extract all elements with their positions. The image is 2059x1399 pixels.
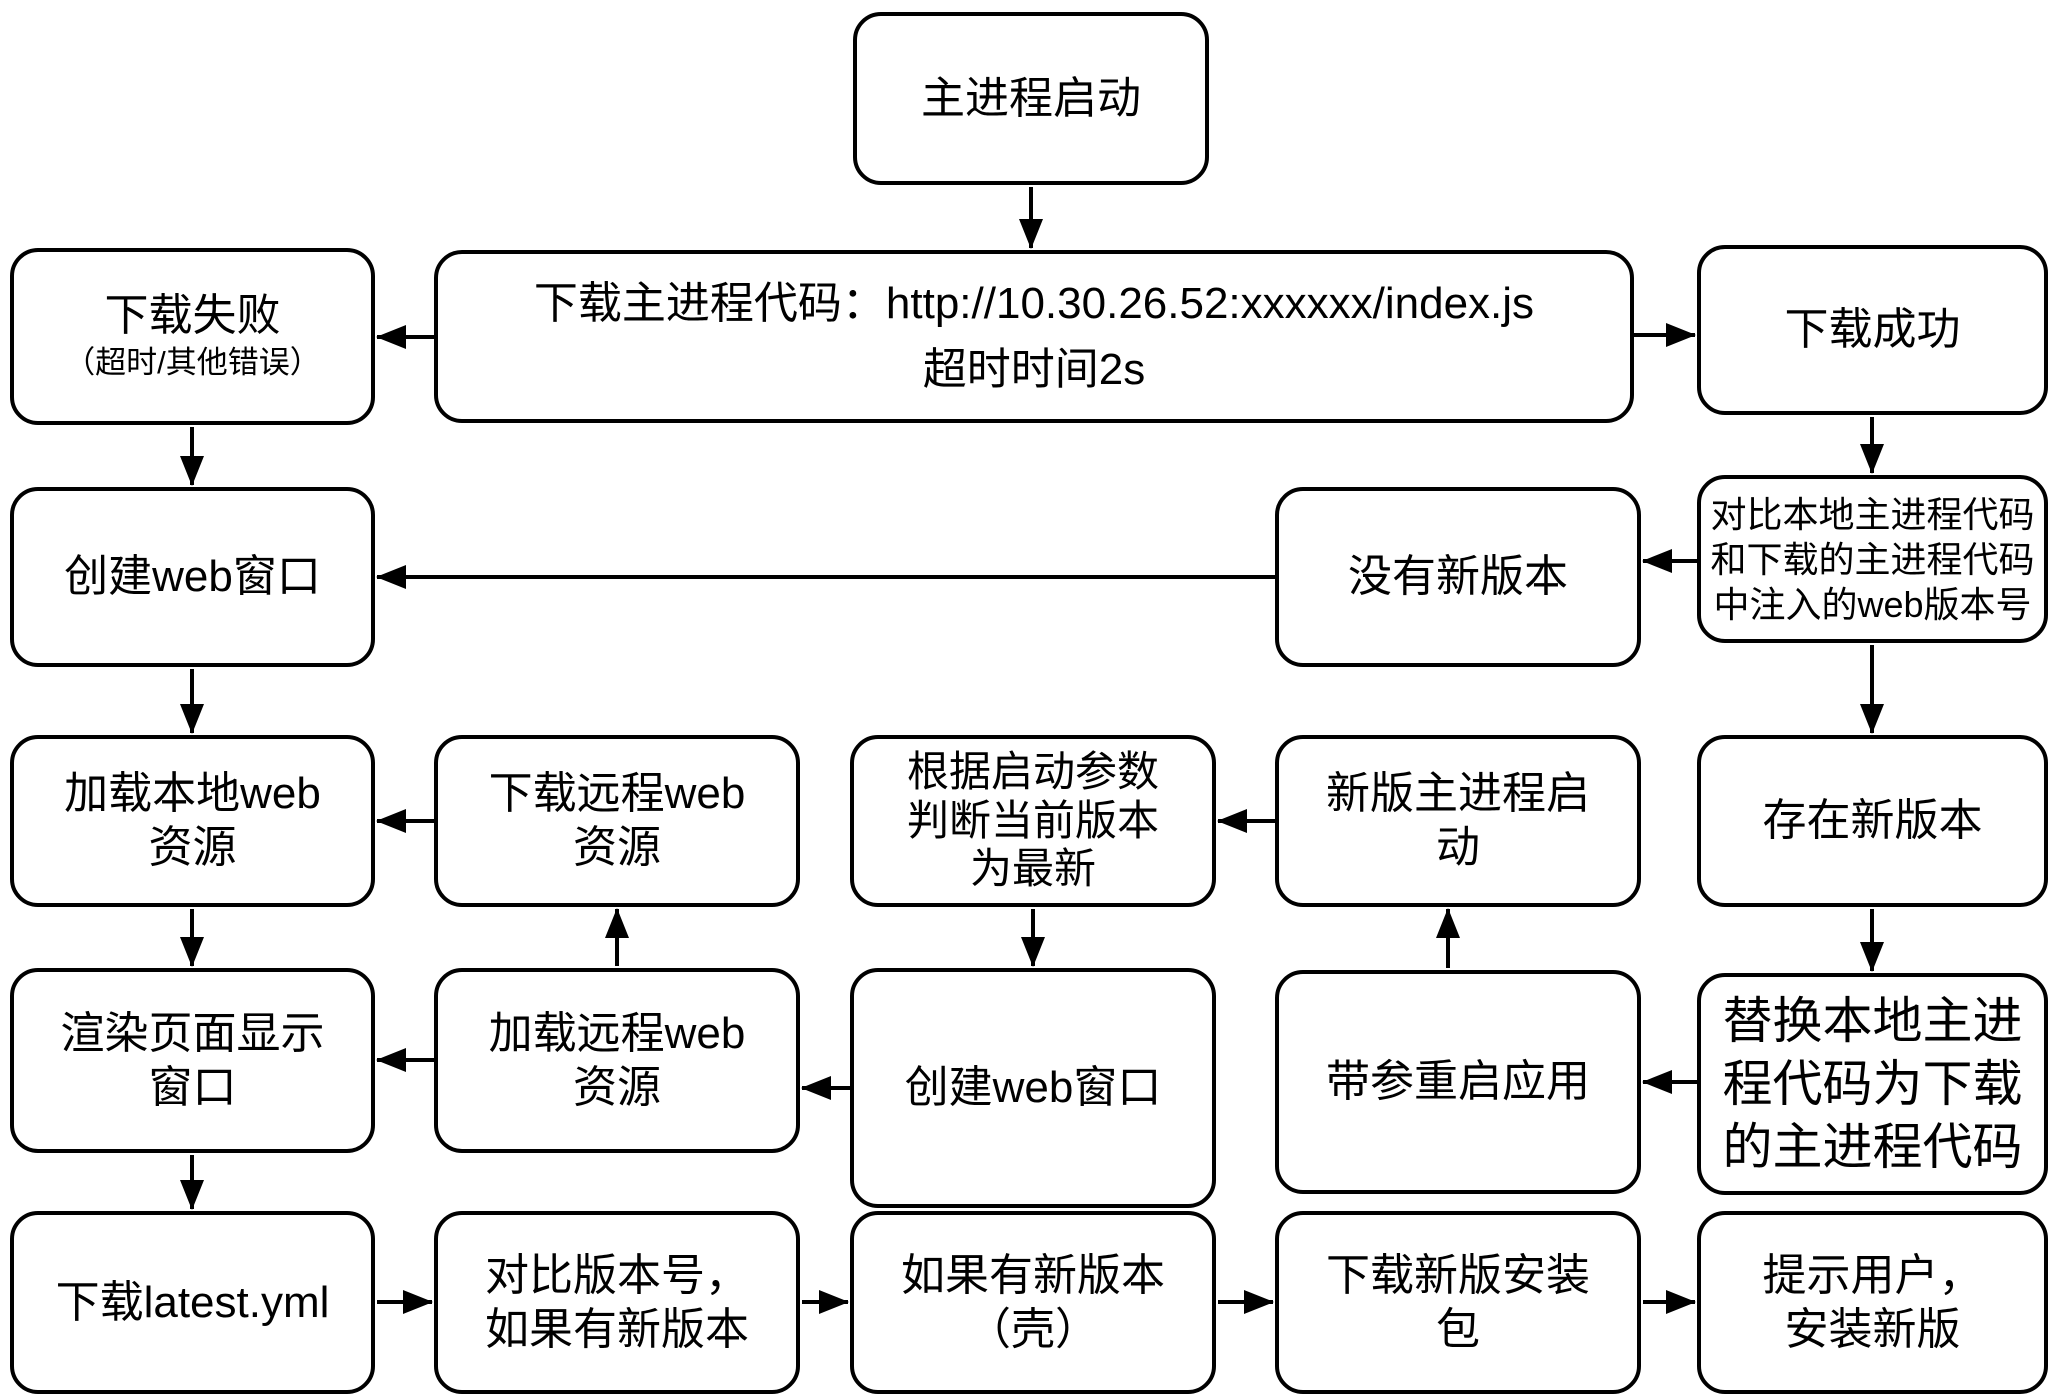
node-label-line2: 超时时间2s	[922, 344, 1146, 394]
node-label: 对比版本号，如果有新版本	[485, 1250, 749, 1354]
node-label: 主进程启动	[921, 73, 1141, 123]
node-label: 提示用户，安装新版	[1762, 1250, 1983, 1354]
node-compare-injected-version: 对比本地主进程代码和下载的主进程代码中注入的web版本号	[1697, 475, 2048, 643]
node-label: 下载新版安装包	[1326, 1250, 1590, 1354]
node-label: 替换本地主进程代码为下载的主进程代码	[1722, 992, 2023, 1175]
node-replace-local-code: 替换本地主进程代码为下载的主进程代码	[1697, 973, 2048, 1195]
node-new-shell-version: 如果有新版本（壳）	[850, 1211, 1216, 1394]
node-label: 渲染页面显示窗口	[60, 1008, 325, 1112]
node-label: 创建web窗口	[904, 1063, 1162, 1113]
node-create-web-window-2: 创建web窗口	[850, 968, 1216, 1208]
node-label: 新版主进程启动	[1326, 769, 1590, 872]
node-label: 对比本地主进程代码和下载的主进程代码中注入的web版本号	[1710, 493, 2035, 625]
node-download-fail: 下载失败 （超时/其他错误）	[10, 248, 375, 425]
node-download-installer: 下载新版安装包	[1275, 1211, 1641, 1394]
node-render-page-window: 渲染页面显示窗口	[10, 968, 375, 1153]
node-compare-version-number: 对比版本号，如果有新版本	[434, 1211, 800, 1394]
node-label: 创建web窗口	[64, 552, 321, 602]
node-label: 如果有新版本（壳）	[901, 1250, 1165, 1354]
node-load-local-web: 加载本地web资源	[10, 735, 375, 907]
node-no-new-version: 没有新版本	[1275, 487, 1641, 667]
node-download-main-code: 下载主进程代码：http://10.30.26.52:xxxxxx/index.…	[434, 250, 1634, 423]
node-new-main-start: 新版主进程启动	[1275, 735, 1641, 907]
node-judge-latest-by-args: 根据启动参数判断当前版本为最新	[850, 735, 1216, 907]
node-create-web-window-1: 创建web窗口	[10, 487, 375, 667]
node-label: 下载远程web资源	[488, 769, 746, 872]
node-new-version-exists: 存在新版本	[1697, 735, 2048, 907]
node-main-start: 主进程启动	[853, 12, 1209, 185]
node-label: 加载本地web资源	[64, 769, 321, 872]
node-restart-with-args: 带参重启应用	[1275, 970, 1641, 1194]
node-label: 加载远程web资源	[488, 1008, 746, 1112]
node-label: 下载主进程代码：http://10.30.26.52:xxxxxx/index.…	[533, 278, 1535, 328]
node-label: 下载latest.yml	[55, 1277, 330, 1327]
node-label: 下载失败	[104, 290, 281, 340]
node-label: 带参重启应用	[1326, 1057, 1590, 1107]
node-prompt-install: 提示用户，安装新版	[1697, 1211, 2048, 1394]
node-label: 下载成功	[1784, 305, 1961, 355]
node-load-remote-web: 加载远程web资源	[434, 968, 800, 1153]
node-note: （超时/其他错误）	[64, 345, 321, 381]
node-label: 存在新版本	[1762, 796, 1983, 846]
node-label: 没有新版本	[1348, 552, 1568, 602]
node-label: 根据启动参数判断当前版本为最新	[906, 747, 1159, 893]
node-download-remote-web: 下载远程web资源	[434, 735, 800, 907]
node-download-latest-yml: 下载latest.yml	[10, 1211, 375, 1394]
node-download-success: 下载成功	[1697, 245, 2048, 415]
